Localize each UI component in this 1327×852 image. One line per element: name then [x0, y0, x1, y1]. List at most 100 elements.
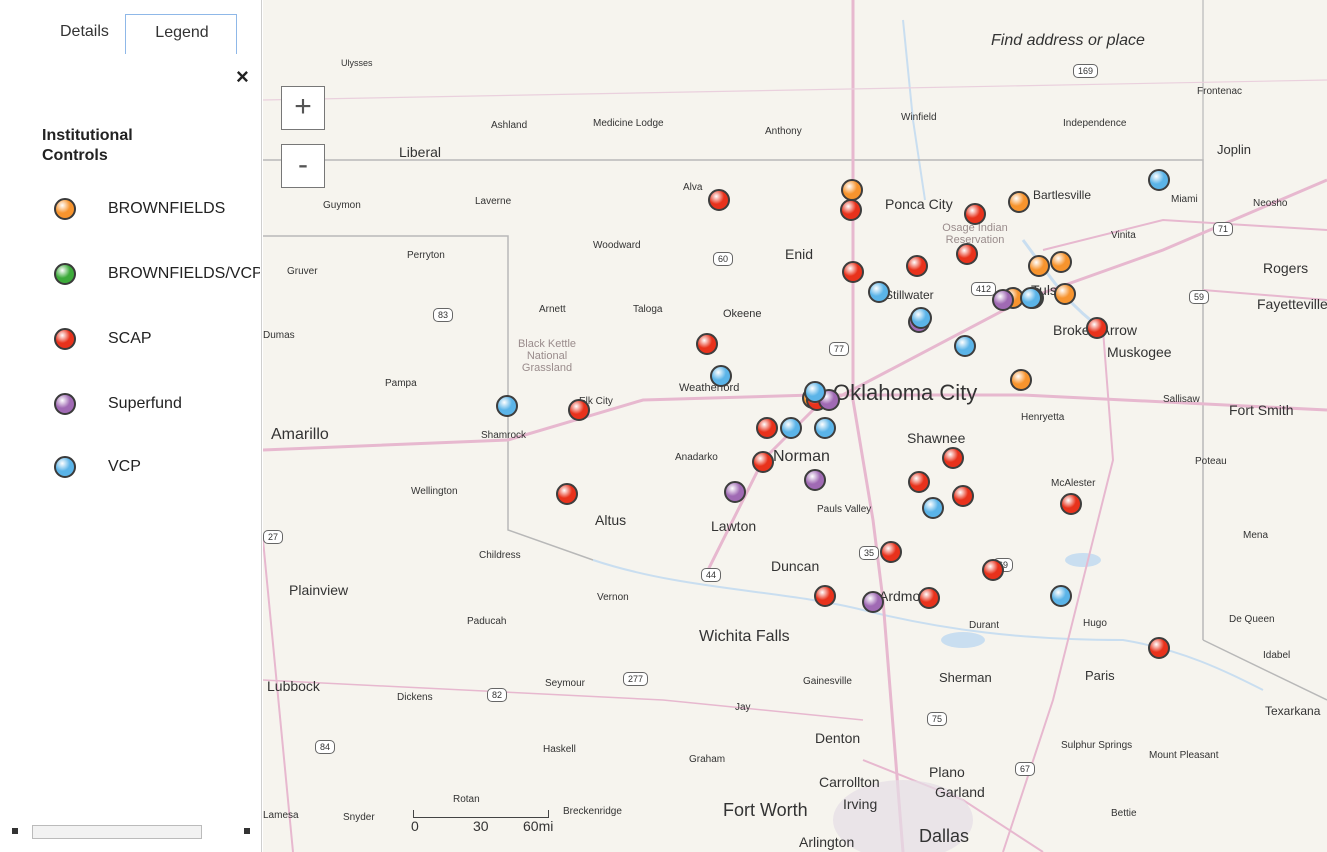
- site-marker-brownfields[interactable]: [1028, 255, 1050, 277]
- city-label: De Queen: [1229, 614, 1275, 625]
- site-marker-scap[interactable]: [840, 199, 862, 221]
- site-marker-scap[interactable]: [696, 333, 718, 355]
- site-marker-scap[interactable]: [952, 485, 974, 507]
- city-label: Neosho: [1253, 198, 1288, 209]
- site-marker-scap[interactable]: [956, 243, 978, 265]
- city-label: Taloga: [633, 304, 663, 315]
- highway-shield: 67: [1015, 762, 1036, 776]
- state-border: [263, 235, 594, 561]
- city-label: Muskogee: [1107, 344, 1172, 360]
- legend-label: BROWNFIELDS/VCP: [108, 265, 260, 282]
- site-marker-vcp[interactable]: [954, 335, 976, 357]
- site-marker-superfund[interactable]: [804, 469, 826, 491]
- site-marker-scap[interactable]: [842, 261, 864, 283]
- scroll-right-arrow-icon[interactable]: [244, 828, 250, 834]
- turnpike: [832, 178, 1327, 402]
- city-label: Oklahoma City: [833, 380, 978, 405]
- city-label: Sallisaw: [1163, 394, 1200, 405]
- site-marker-vcp[interactable]: [1148, 169, 1170, 191]
- site-marker-scap[interactable]: [756, 417, 778, 439]
- city-label: Fayetteville: [1257, 296, 1327, 312]
- site-marker-scap[interactable]: [908, 471, 930, 493]
- site-marker-vcp[interactable]: [1020, 287, 1042, 309]
- site-marker-scap[interactable]: [880, 541, 902, 563]
- city-label: Vernon: [597, 592, 629, 603]
- highway-shield: 75: [927, 712, 948, 726]
- city-label: Irving: [843, 796, 878, 812]
- city-label: Fort Worth: [723, 800, 808, 820]
- close-icon[interactable]: ×: [236, 64, 249, 89]
- city-label: Bettie: [1111, 808, 1137, 819]
- city-label: Vinita: [1111, 230, 1136, 241]
- site-marker-vcp[interactable]: [780, 417, 802, 439]
- site-marker-vcp[interactable]: [1050, 585, 1072, 607]
- site-marker-scap[interactable]: [942, 447, 964, 469]
- city-label: Norman: [773, 448, 830, 465]
- site-marker-scap[interactable]: [752, 451, 774, 473]
- site-marker-brownfields[interactable]: [841, 179, 863, 201]
- site-marker-brownfields[interactable]: [1010, 369, 1032, 391]
- site-marker-scap[interactable]: [1148, 637, 1170, 659]
- site-marker-brownfields[interactable]: [1008, 191, 1030, 213]
- city-label: Garland: [935, 784, 985, 800]
- site-marker-vcp[interactable]: [496, 395, 518, 417]
- site-marker-scap[interactable]: [906, 255, 928, 277]
- highway-69: [1002, 329, 1115, 852]
- city-label: Arlington: [799, 834, 855, 850]
- site-marker-vcp[interactable]: [910, 307, 932, 329]
- site-marker-scap[interactable]: [1060, 493, 1082, 515]
- city-label: Jay: [735, 702, 751, 713]
- scroll-left-arrow-icon[interactable]: [12, 828, 18, 834]
- city-label: Seymour: [545, 678, 586, 689]
- zoom-out-button[interactable]: -: [281, 144, 325, 188]
- city-label: Altus: [595, 512, 627, 528]
- site-marker-brownfields[interactable]: [1054, 283, 1076, 305]
- zoom-in-button[interactable]: +: [281, 86, 325, 130]
- highway-shield: 59: [1189, 290, 1210, 304]
- site-marker-scap[interactable]: [982, 559, 1004, 581]
- site-marker-scap[interactable]: [964, 203, 986, 225]
- site-marker-vcp[interactable]: [710, 365, 732, 387]
- highway: [1202, 289, 1327, 301]
- horizontal-scrollbar[interactable]: [8, 822, 252, 842]
- search-input[interactable]: Find address or place: [991, 32, 1145, 49]
- site-marker-superfund[interactable]: [992, 289, 1014, 311]
- city-label: Wellington: [411, 486, 458, 497]
- highway-shield: 169: [1073, 64, 1099, 78]
- site-marker-superfund[interactable]: [724, 481, 746, 503]
- city-label: Ashland: [491, 120, 528, 131]
- site-marker-brownfields[interactable]: [1050, 251, 1072, 273]
- highway: [1042, 218, 1327, 251]
- city-label: Duncan: [771, 558, 820, 574]
- city-label: Denton: [815, 730, 861, 746]
- site-marker-superfund[interactable]: [862, 591, 884, 613]
- legend-label: SCAP: [108, 330, 152, 347]
- city-label: Carrollton: [819, 774, 880, 790]
- scroll-thumb[interactable]: [32, 825, 202, 839]
- highway-shield: 83: [433, 308, 454, 322]
- city-label: Guymon: [323, 200, 361, 211]
- city-label: Pauls Valley: [817, 504, 872, 515]
- city-label: Okeene: [723, 308, 762, 320]
- site-marker-vcp[interactable]: [804, 381, 826, 403]
- legend-item-brownfields-vcp: BROWNFIELDS/VCP: [50, 259, 260, 289]
- site-marker-scap[interactable]: [1086, 317, 1108, 339]
- site-marker-scap[interactable]: [708, 189, 730, 211]
- city-label: Lawton: [711, 518, 757, 534]
- site-marker-vcp[interactable]: [868, 281, 890, 303]
- site-marker-scap[interactable]: [568, 399, 590, 421]
- interstate-40: [263, 393, 1327, 452]
- site-marker-vcp[interactable]: [814, 417, 836, 439]
- city-label: Anthony: [765, 126, 802, 137]
- site-marker-scap[interactable]: [556, 483, 578, 505]
- tab-details[interactable]: Details: [60, 23, 109, 40]
- site-marker-vcp[interactable]: [922, 497, 944, 519]
- tab-legend[interactable]: Legend: [125, 14, 237, 54]
- red-river: [592, 559, 1264, 691]
- state-border: [1202, 639, 1327, 701]
- city-label: Enid: [785, 246, 814, 262]
- site-marker-scap[interactable]: [918, 587, 940, 609]
- city-label: Amarillo: [271, 426, 329, 443]
- site-marker-scap[interactable]: [814, 585, 836, 607]
